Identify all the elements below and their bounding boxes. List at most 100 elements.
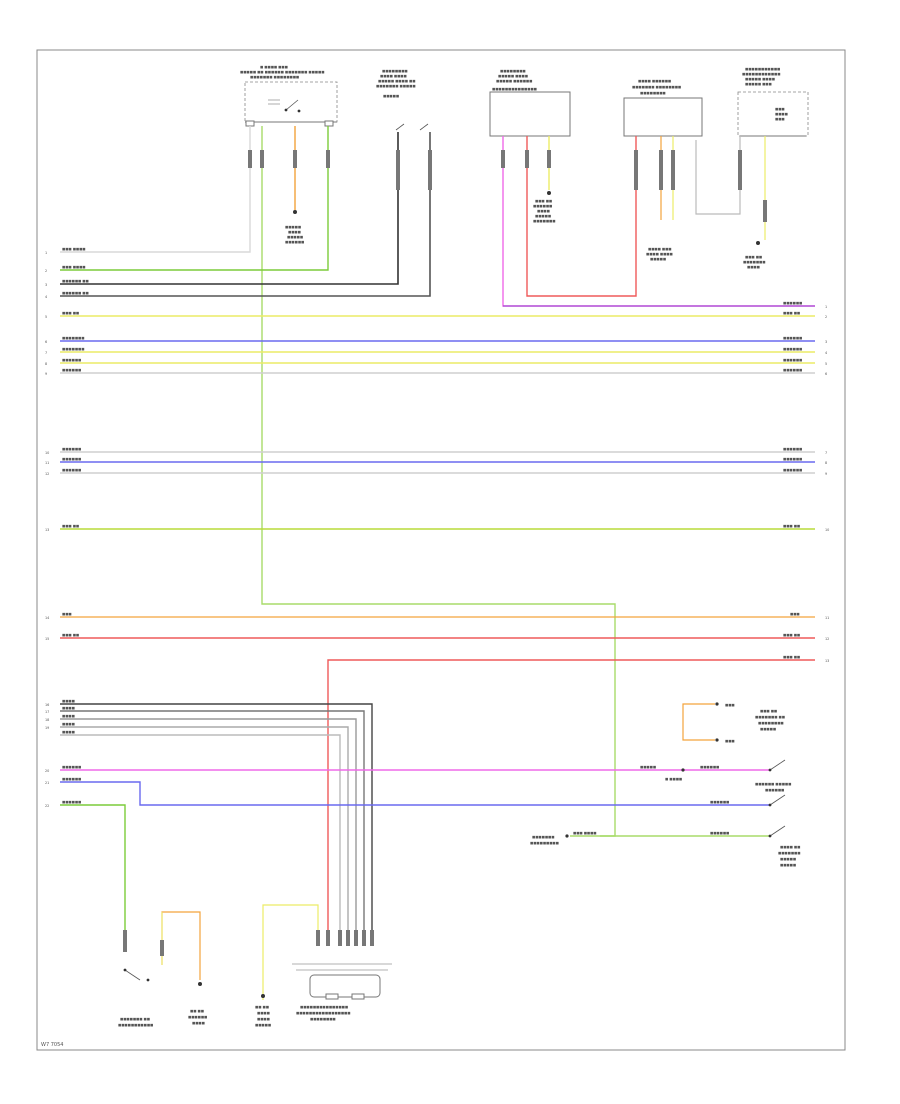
- svg-text:■■■■■■ ■■■■■: ■■■■■■ ■■■■■: [755, 782, 791, 786]
- svg-text:■■■■■■■■■■■■: ■■■■■■■■■■■■: [742, 72, 780, 76]
- svg-text:■■■■: ■■■■: [192, 1021, 205, 1025]
- svg-text:16: 16: [45, 703, 49, 707]
- svg-text:■■■■■: ■■■■■: [535, 214, 551, 218]
- svg-text:■■■■ ■■■■: ■■■■ ■■■■: [646, 252, 673, 256]
- svg-text:1: 1: [825, 305, 827, 309]
- svg-text:■■■■■■: ■■■■■■: [62, 777, 81, 781]
- svg-text:■■■■ ■■: ■■■■ ■■: [780, 845, 800, 849]
- svg-text:■■■ ■■■■: ■■■ ■■■■: [62, 265, 86, 269]
- svg-text:17: 17: [45, 710, 49, 714]
- svg-text:5: 5: [45, 315, 47, 319]
- svg-text:■■■■■■: ■■■■■■: [533, 204, 552, 208]
- wire-labels-right: ■■■■■■ ■■■ ■■ ■■■■■■ ■■■■■■ ■■■■■■ ■■■■■…: [783, 301, 802, 659]
- svg-text:6: 6: [825, 372, 827, 376]
- svg-text:■■■■: ■■■■: [62, 730, 75, 734]
- svg-text:■■■ ■■: ■■■ ■■: [62, 311, 79, 315]
- svg-text:■■■■■■: ■■■■■■: [700, 765, 719, 769]
- svg-text:■■■ ■■■■: ■■■ ■■■■: [573, 831, 597, 835]
- svg-text:■■■■: ■■■■: [62, 706, 75, 710]
- svg-text:10: 10: [45, 451, 49, 455]
- svg-text:■■■■■■: ■■■■■■: [783, 358, 802, 362]
- component-module-3: ■■■■■■■■ ■■■■■ ■■■■ ■■■■■ ■■■■■■ ■■■■■■■…: [489, 69, 571, 137]
- svg-text:4: 4: [825, 351, 827, 355]
- svg-text:■■■■■■: ■■■■■■: [765, 788, 784, 792]
- svg-text:■■■ ■■: ■■■ ■■: [760, 709, 777, 713]
- svg-text:■■■■■■: ■■■■■■: [188, 1015, 207, 1019]
- svg-text:■■■■■■■ ■■■■■■■■: ■■■■■■■ ■■■■■■■■: [632, 85, 681, 89]
- footer-code: W7 7054: [41, 1042, 63, 1048]
- svg-text:6: 6: [45, 340, 47, 344]
- svg-text:■■■■■■■■: ■■■■■■■■: [758, 721, 784, 725]
- svg-text:8: 8: [825, 461, 827, 465]
- svg-text:■■■■■■■■: ■■■■■■■■: [382, 69, 408, 73]
- svg-text:■■■■■■: ■■■■■■: [783, 301, 802, 305]
- svg-text:22: 22: [45, 804, 49, 808]
- svg-text:■■ ■■: ■■ ■■: [255, 1005, 269, 1009]
- svg-text:■■■■■ ■■■■■■: ■■■■■ ■■■■■■: [496, 79, 532, 83]
- svg-text:■■■■■: ■■■■■: [255, 1023, 271, 1027]
- svg-text:■■■■■■■ ■■: ■■■■■■■ ■■: [755, 715, 785, 719]
- svg-text:■■■■■■ ■■: ■■■■■■ ■■: [62, 291, 89, 295]
- bus-wires: [60, 315, 815, 930]
- svg-text:■ ■■■■ ■■■: ■ ■■■■ ■■■: [260, 65, 288, 69]
- wire-labels-left: ■■■ ■■■■ ■■■ ■■■■ ■■■■■■ ■■ ■■■■■■ ■■ ■■…: [62, 247, 89, 804]
- svg-text:■■■■: ■■■■: [62, 722, 75, 726]
- svg-text:■■■■■: ■■■■■: [287, 235, 303, 239]
- component-module-5: ■■■■■■■■■■■ ■■■■■■■■■■■■ ■■■■■ ■■■■ ■■■■…: [737, 67, 809, 137]
- svg-text:■■■■■■: ■■■■■■: [62, 457, 81, 461]
- component-bottom-connector: ■■■■■■■■■■■■■■■ ■■■■■■■■■■■■■■■■■ ■■■■■■…: [292, 963, 392, 1021]
- svg-text:13: 13: [45, 528, 49, 532]
- svg-text:■■■■■■: ■■■■■■: [62, 447, 81, 451]
- svg-text:9: 9: [45, 372, 47, 376]
- svg-text:15: 15: [45, 637, 49, 641]
- svg-text:18: 18: [45, 718, 49, 722]
- component-switch-module: ■ ■■■■ ■■■ ■■■■■ ■■ ■■■■■■ ■■■■■■■ ■■■■■…: [240, 65, 338, 127]
- svg-text:■■■■■: ■■■■■: [780, 863, 796, 867]
- svg-text:■■■ ■■: ■■■ ■■: [535, 199, 552, 203]
- svg-text:4: 4: [45, 295, 47, 299]
- svg-text:21: 21: [45, 781, 49, 785]
- svg-text:5: 5: [825, 362, 827, 366]
- svg-text:9: 9: [825, 472, 827, 476]
- svg-text:■■■■■: ■■■■■: [780, 857, 796, 861]
- svg-text:■■■■■■■■■■■■■■■■■: ■■■■■■■■■■■■■■■■■: [296, 1011, 350, 1015]
- svg-text:■■■■■■: ■■■■■■: [62, 368, 81, 372]
- svg-text:■■■ ■■: ■■■ ■■: [783, 524, 800, 528]
- svg-text:■■■■■■■: ■■■■■■■: [62, 336, 84, 340]
- svg-text:■■■■: ■■■■: [257, 1011, 270, 1015]
- svg-text:■■■■■■: ■■■■■■: [62, 358, 81, 362]
- svg-text:8: 8: [45, 362, 47, 366]
- svg-text:■■■■■: ■■■■■: [650, 257, 666, 261]
- svg-text:10: 10: [825, 528, 829, 532]
- component-connector-2: ■■■■■■■■ ■■■■ ■■■■ ■■■■■ ■■■■ ■■ ■■■■■■■…: [376, 69, 429, 131]
- svg-text:14: 14: [45, 616, 49, 620]
- svg-text:3: 3: [825, 340, 827, 344]
- svg-text:7: 7: [825, 451, 827, 455]
- component-module-4: ■■■■ ■■■■■■ ■■■■■■■ ■■■■■■■■ ■■■■■■■■: [623, 79, 703, 137]
- wire-connector-marks: [123, 150, 767, 956]
- svg-text:■■■■■■: ■■■■■■: [783, 347, 802, 351]
- svg-text:■■■■: ■■■■: [257, 1017, 270, 1021]
- svg-text:■■■■: ■■■■: [62, 714, 75, 718]
- svg-text:11: 11: [45, 461, 49, 465]
- svg-text:■■■■■ ■■■■: ■■■■■ ■■■■: [745, 77, 775, 81]
- svg-text:12: 12: [45, 472, 49, 476]
- svg-text:■■■■■: ■■■■■: [640, 765, 656, 769]
- component-bottom-switch: ■■■■■■■ ■■ ■■■■■■■■■■■ ■■ ■■ ■■■■■■ ■■■■: [118, 911, 207, 1027]
- svg-text:■■■■: ■■■■: [775, 112, 788, 116]
- svg-text:■■■■■■■■: ■■■■■■■■: [310, 1017, 336, 1021]
- svg-text:■■■: ■■■: [775, 117, 785, 121]
- svg-text:■■■■■■: ■■■■■■: [783, 368, 802, 372]
- svg-text:11: 11: [825, 616, 829, 620]
- svg-text:19: 19: [45, 726, 49, 730]
- svg-text:■■■■ ■■■■■■: ■■■■ ■■■■■■: [638, 79, 671, 83]
- svg-text:■■■■■■: ■■■■■■: [783, 447, 802, 451]
- svg-text:■■■■■: ■■■■■: [383, 94, 399, 98]
- svg-text:■■■■■: ■■■■■: [760, 727, 776, 731]
- svg-text:■■■■■■■: ■■■■■■■: [778, 851, 800, 855]
- svg-text:■■■■■■■ ■■: ■■■■■■■ ■■: [120, 1017, 150, 1021]
- svg-text:■■■■■■■ ■■■■■■■■: ■■■■■■■ ■■■■■■■■: [250, 75, 299, 79]
- svg-text:■■■■■■: ■■■■■■: [710, 800, 729, 804]
- component-right-lower: ■■■ ■■■ ■■■ ■■ ■■■■■■■ ■■ ■■■■■■■■ ■■■■■…: [530, 702, 800, 867]
- svg-text:■■■■■■■: ■■■■■■■: [533, 219, 555, 223]
